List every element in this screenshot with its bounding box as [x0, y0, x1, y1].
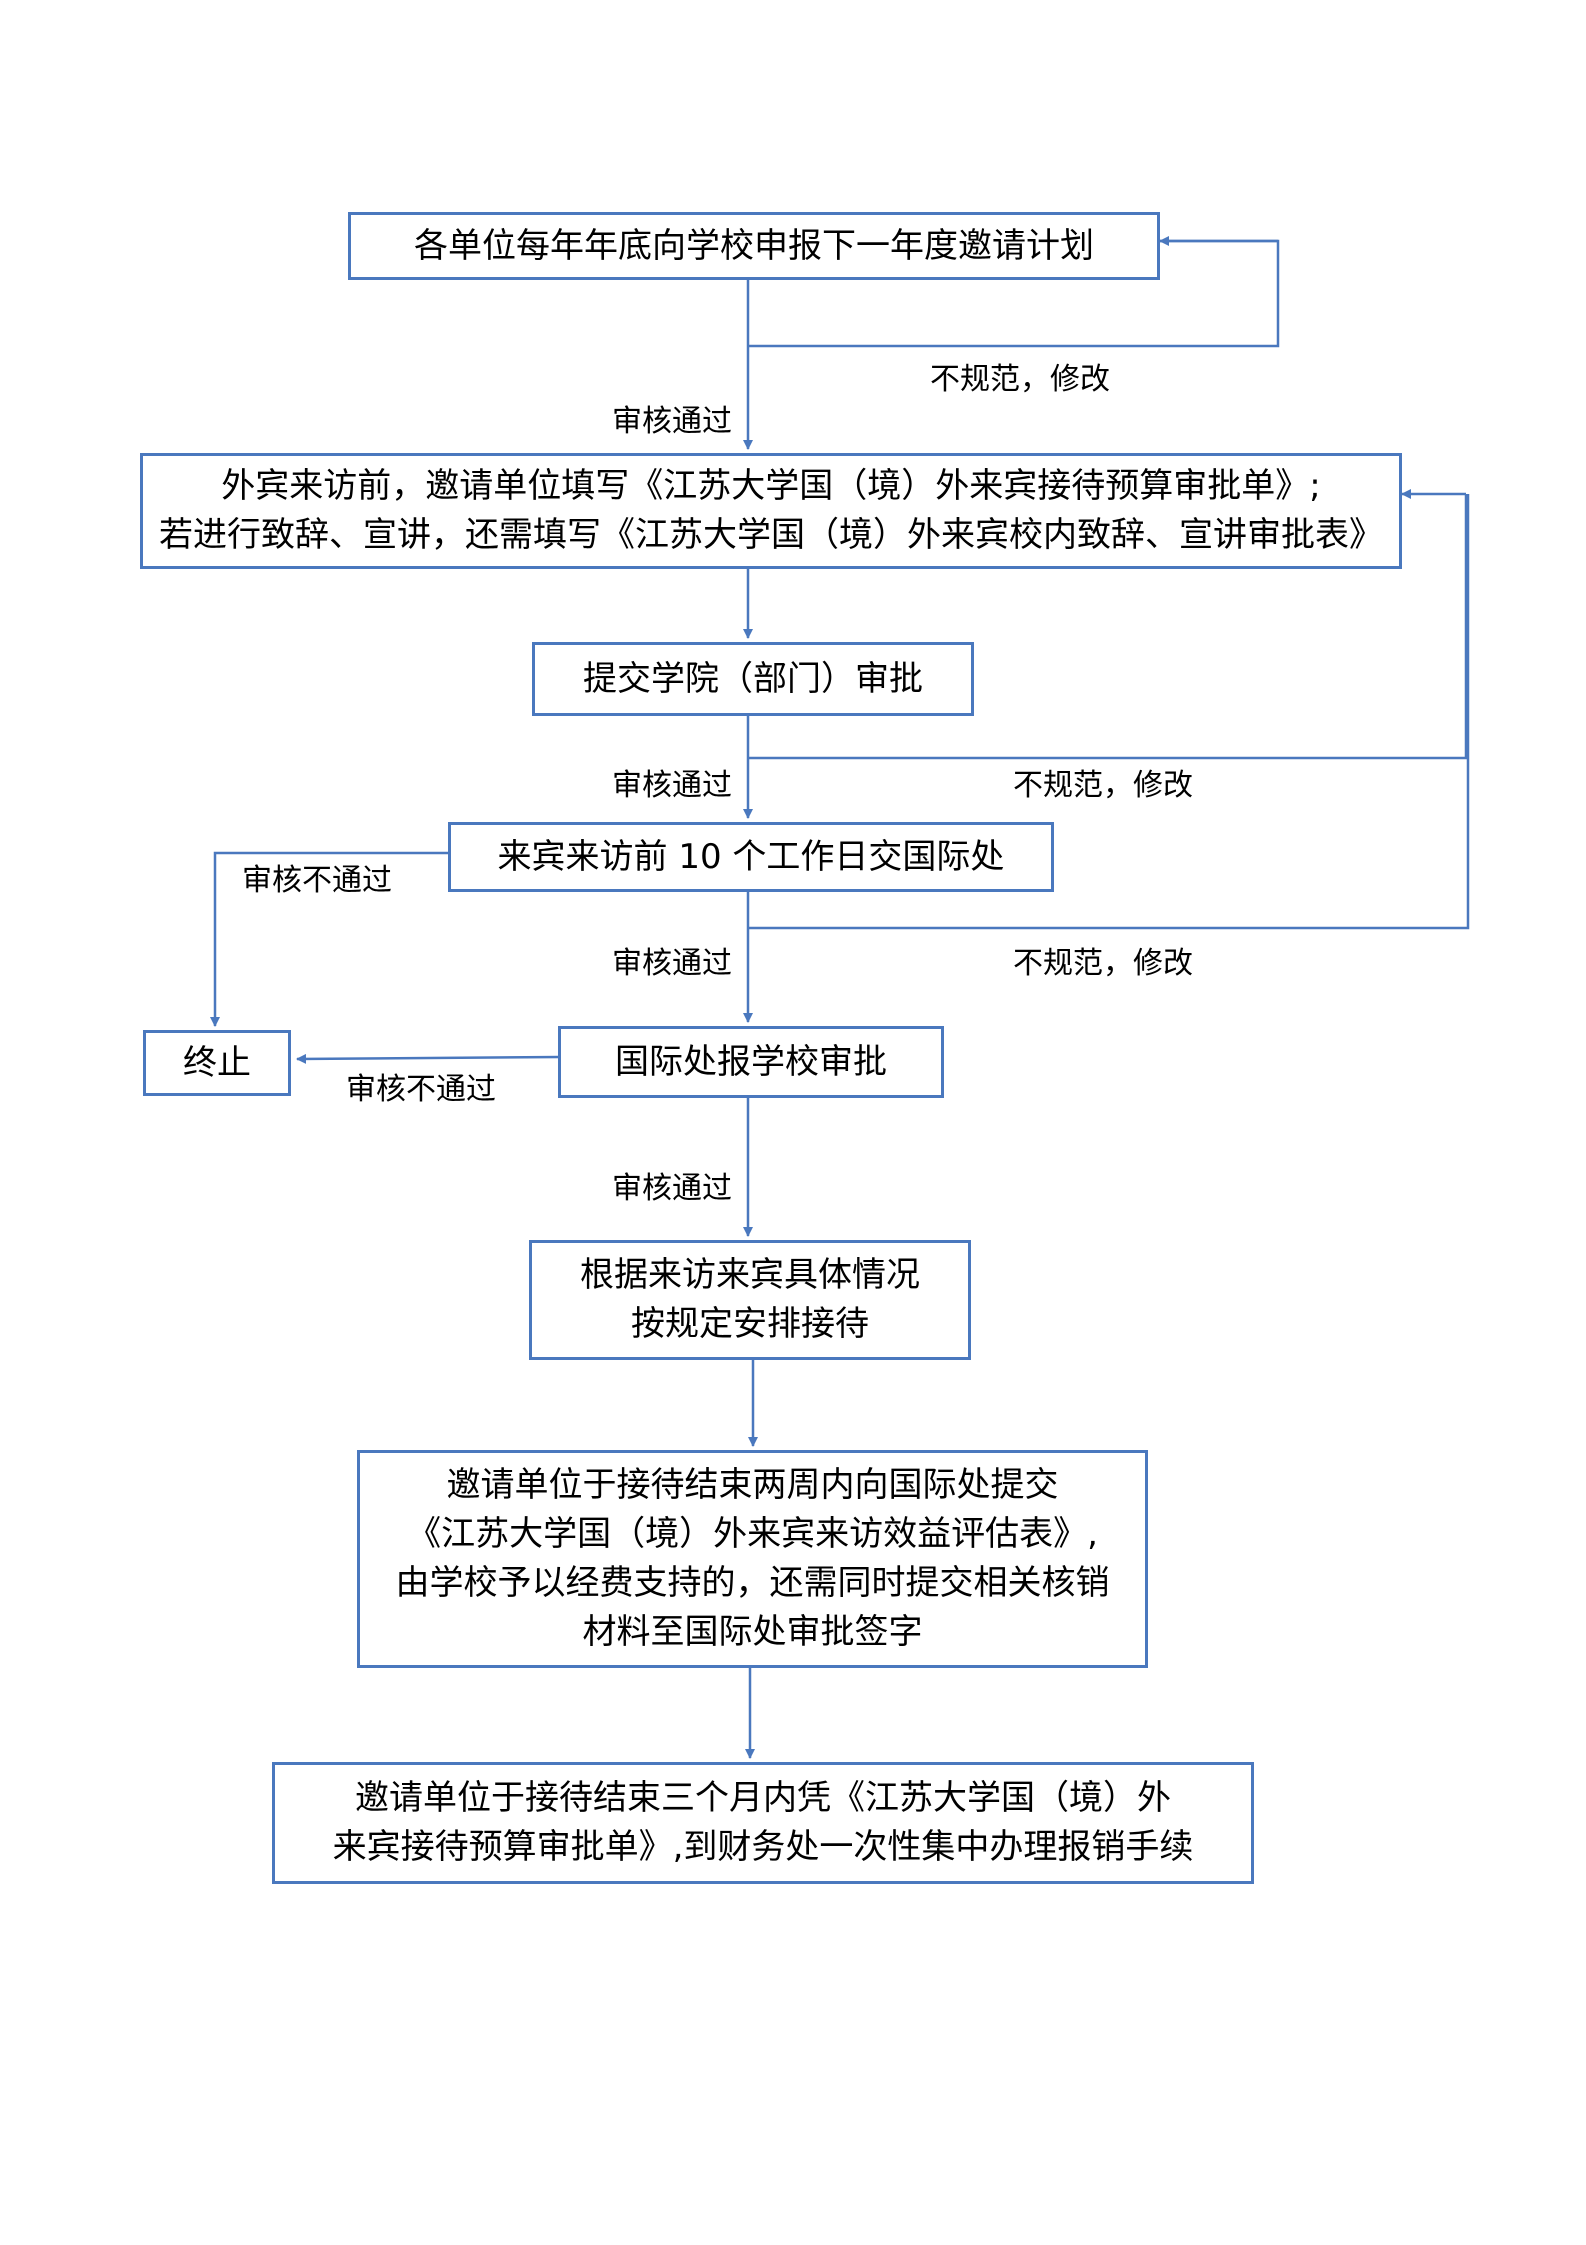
box-text-line: 由学校予以经费支持的，还需同时提交相关核销 — [395, 1563, 1110, 1603]
label-revise-1: 不规范，修改 — [930, 362, 1110, 397]
box-text-line: 根据来访来宾具体情况 — [580, 1255, 920, 1295]
label-pass-3: 审核通过 — [612, 946, 732, 981]
label-pass-1: 审核通过 — [612, 404, 732, 439]
box-text-line: 《江苏大学国（境）外来宾来访效益评估表》, — [407, 1514, 1098, 1554]
box-text-line: 邀请单位于接待结束两周内向国际处提交 — [446, 1465, 1059, 1505]
box-dept-approval: 提交学院（部门）审批 — [532, 642, 974, 716]
box-before-visit-forms: 外宾来访前，邀请单位填写《江苏大学国（境）外来宾接待预算审批单》; 若进行致辞、宣… — [140, 453, 1402, 569]
box-text-line: 各单位每年年底向学校申报下一年度邀请计划 — [414, 225, 1094, 266]
label-pass-2: 审核通过 — [612, 768, 732, 803]
box-ten-days-submission: 来宾来访前 10 个工作日交国际处 — [448, 822, 1054, 892]
label-fail-1: 审核不通过 — [242, 863, 392, 898]
box-text-line: 来宾来访前 10 个工作日交国际处 — [497, 836, 1005, 877]
box-annual-plan: 各单位每年年底向学校申报下一年度邀请计划 — [348, 212, 1160, 280]
box-text-line: 提交学院（部门）审批 — [583, 658, 923, 699]
loop-revise-from-dept — [748, 494, 1468, 760]
loop-revise-from-ten-days — [748, 494, 1470, 930]
box-terminate: 终止 — [143, 1030, 291, 1096]
box-arrange-reception: 根据来访来宾具体情况按规定安排接待 — [529, 1240, 971, 1360]
label-revise-3: 不规范，修改 — [1013, 946, 1193, 981]
box-school-approval: 国际处报学校审批 — [558, 1026, 944, 1098]
box-text-line: 终止 — [183, 1042, 251, 1083]
box-text-line: 若进行致辞、宣讲，还需填写《江苏大学国（境）外来宾校内致辞、宣讲审批表》 — [159, 515, 1383, 555]
box-evaluation-submission: 邀请单位于接待结束两周内向国际处提交《江苏大学国（境）外来宾来访效益评估表》, 由… — [357, 1450, 1148, 1668]
box-reimbursement: 邀请单位于接待结束三个月内凭《江苏大学国（境）外来宾接待预算审批单》,到财务处一… — [272, 1762, 1254, 1884]
path-fail-ten-days — [210, 851, 450, 1027]
label-fail-2: 审核不通过 — [346, 1072, 496, 1107]
label-pass-4: 审核通过 — [612, 1171, 732, 1206]
arrow-fail-school — [296, 1053, 561, 1064]
box-text-line: 邀请单位于接待结束三个月内凭《江苏大学国（境）外 — [355, 1778, 1171, 1818]
box-text-line: 按规定安排接待 — [631, 1304, 869, 1344]
box-text-line: 国际处报学校审批 — [615, 1041, 887, 1082]
box-text-line: 来宾接待预算审批单》,到财务处一次性集中办理报销手续 — [332, 1827, 1194, 1867]
box-text-line: 材料至国际处审批签字 — [582, 1612, 923, 1652]
label-revise-2: 不规范，修改 — [1013, 768, 1193, 803]
box-text-line: 外宾来访前，邀请单位填写《江苏大学国（境）外来宾接待预算审批单》; — [221, 466, 1321, 506]
